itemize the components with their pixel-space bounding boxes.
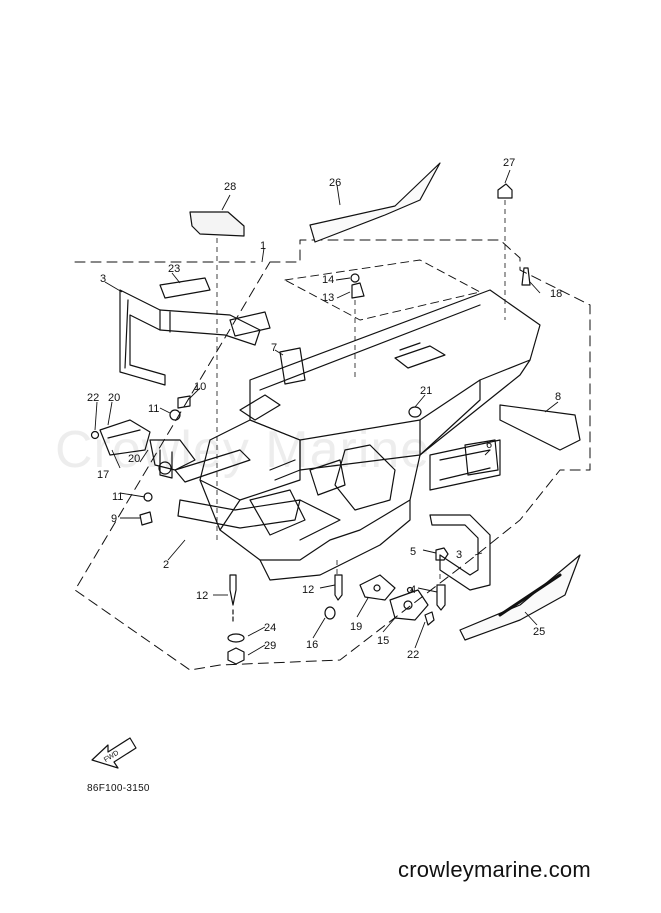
grommet-21: [408, 406, 422, 418]
callout-17: 16: [306, 639, 318, 651]
nut-11a: [169, 409, 181, 421]
decal-26: [459, 554, 581, 641]
fwd-arrow-icon: [91, 737, 137, 769]
callout-26: 25: [533, 626, 545, 638]
callout-21: 21: [420, 385, 432, 397]
grommet-10: [177, 395, 191, 409]
callout-4: 4: [410, 584, 416, 596]
bracket-6: [464, 439, 499, 476]
bracket-8: [499, 404, 581, 451]
callout-2: 2: [163, 559, 169, 571]
callout-8: 8: [555, 391, 561, 403]
bumper-rear: [429, 514, 491, 591]
cross-member: [174, 449, 251, 483]
screw-22b: [424, 611, 435, 626]
callout-11b: 11: [112, 491, 123, 503]
collar-24: [227, 633, 245, 643]
callout-19: 19: [350, 621, 362, 633]
callout-6: 6: [486, 439, 492, 451]
plate-15: [389, 589, 429, 621]
callout-18: 18: [550, 288, 562, 300]
cap-22a: [90, 430, 100, 440]
decal-27: [309, 162, 441, 243]
bolt-12b: [334, 574, 343, 601]
nut-14: [350, 273, 360, 283]
callout-27: 26: [329, 177, 341, 189]
callout-13: 13: [322, 292, 334, 304]
callout-3b: 3: [456, 549, 462, 561]
callout-16: 17: [97, 469, 109, 481]
callout-23: 23: [168, 263, 180, 275]
bracket-23: [159, 277, 211, 299]
site-watermark: crowleymarine.com: [398, 857, 591, 882]
decal-29: [189, 211, 245, 237]
callout-11a: 11: [148, 403, 159, 415]
diagram-code: 86F100-3150: [87, 783, 150, 794]
bolt-12a: [229, 574, 237, 606]
washer-9: [139, 511, 153, 526]
clip-13: [351, 282, 365, 299]
dashed-boundary: [74, 239, 591, 671]
plate-19: [359, 574, 396, 601]
bolt-4: [436, 584, 446, 611]
callout-22a: 22: [87, 392, 99, 404]
callout-12a: 12: [196, 590, 208, 602]
nut-5: [435, 547, 449, 561]
callout-14: 14: [322, 274, 334, 286]
callout-20b: 20: [128, 453, 140, 465]
arm-16: [99, 419, 151, 456]
callout-labels: 28 26 27 1 23 3 14 13 18 7 10 21 8 22 20…: [87, 157, 562, 661]
pin-18: [521, 267, 531, 286]
cap-28: [497, 183, 513, 199]
callout-24: 24: [264, 622, 276, 634]
callout-1: 1: [260, 240, 266, 252]
callout-20a: 20: [108, 392, 120, 404]
callout-7: 7: [271, 342, 277, 354]
callout-15: 15: [377, 635, 389, 647]
bumper-front: [119, 289, 261, 386]
cap-17: [324, 606, 336, 620]
fwd-label: FWD: [103, 750, 120, 764]
frame-top-deck: [249, 289, 541, 441]
callout-28: 27: [503, 157, 515, 169]
callout-25: 29: [264, 640, 276, 652]
callout-9: 9: [111, 513, 117, 525]
callout-29: 28: [224, 181, 236, 193]
ghost-watermark: Crowley Marine: [55, 421, 431, 479]
callout-22b: 22: [407, 649, 419, 661]
callout-5: 5: [410, 546, 416, 558]
nut-25: [227, 647, 245, 665]
bracket-7: [279, 347, 306, 385]
dashed-plate: [284, 259, 481, 321]
callout-3a: 3: [100, 273, 106, 285]
side-rail-right: [429, 439, 501, 491]
nut-11b: [143, 492, 153, 502]
callout-12b: 12: [302, 584, 314, 596]
callout-10: 10: [194, 381, 206, 393]
